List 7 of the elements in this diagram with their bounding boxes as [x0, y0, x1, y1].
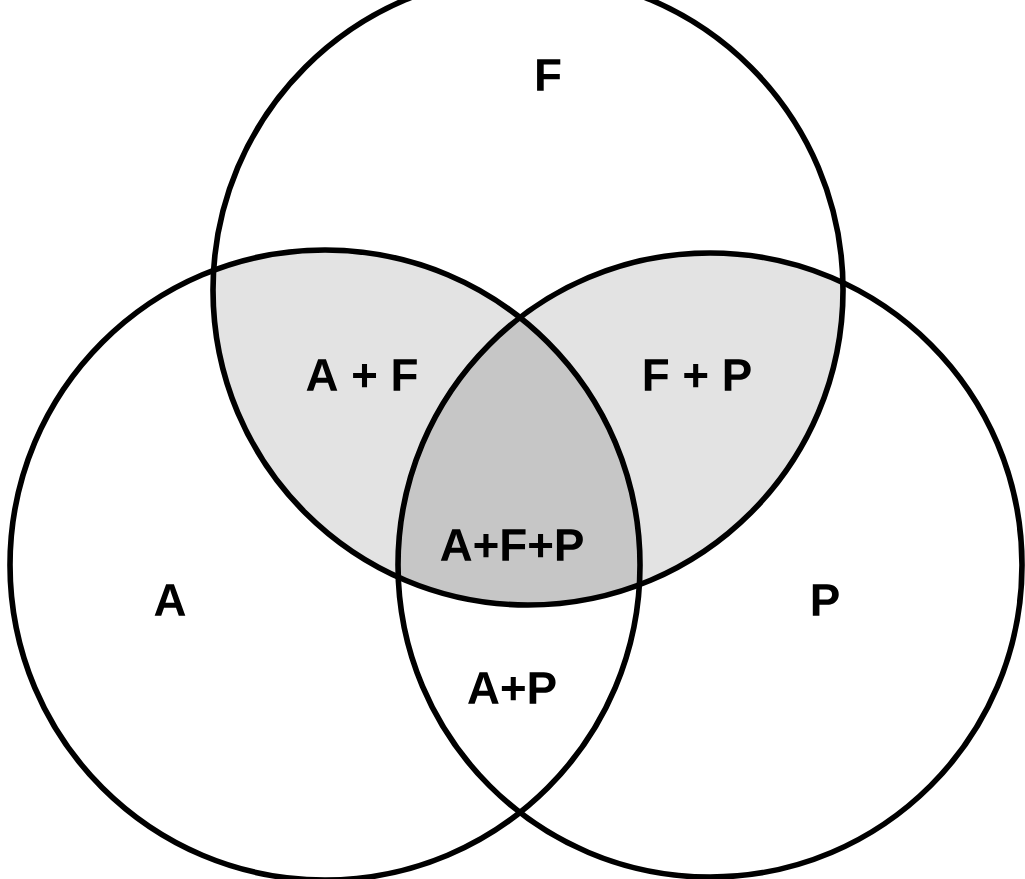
set-label: P — [812, 584, 839, 616]
set-label: A — [154, 584, 186, 616]
region-label: A+F+P — [440, 529, 583, 561]
region-label: A + F — [306, 359, 417, 391]
region-label: F + P — [644, 359, 751, 391]
set-label: F — [537, 59, 561, 91]
region-label: A+P — [468, 672, 556, 704]
